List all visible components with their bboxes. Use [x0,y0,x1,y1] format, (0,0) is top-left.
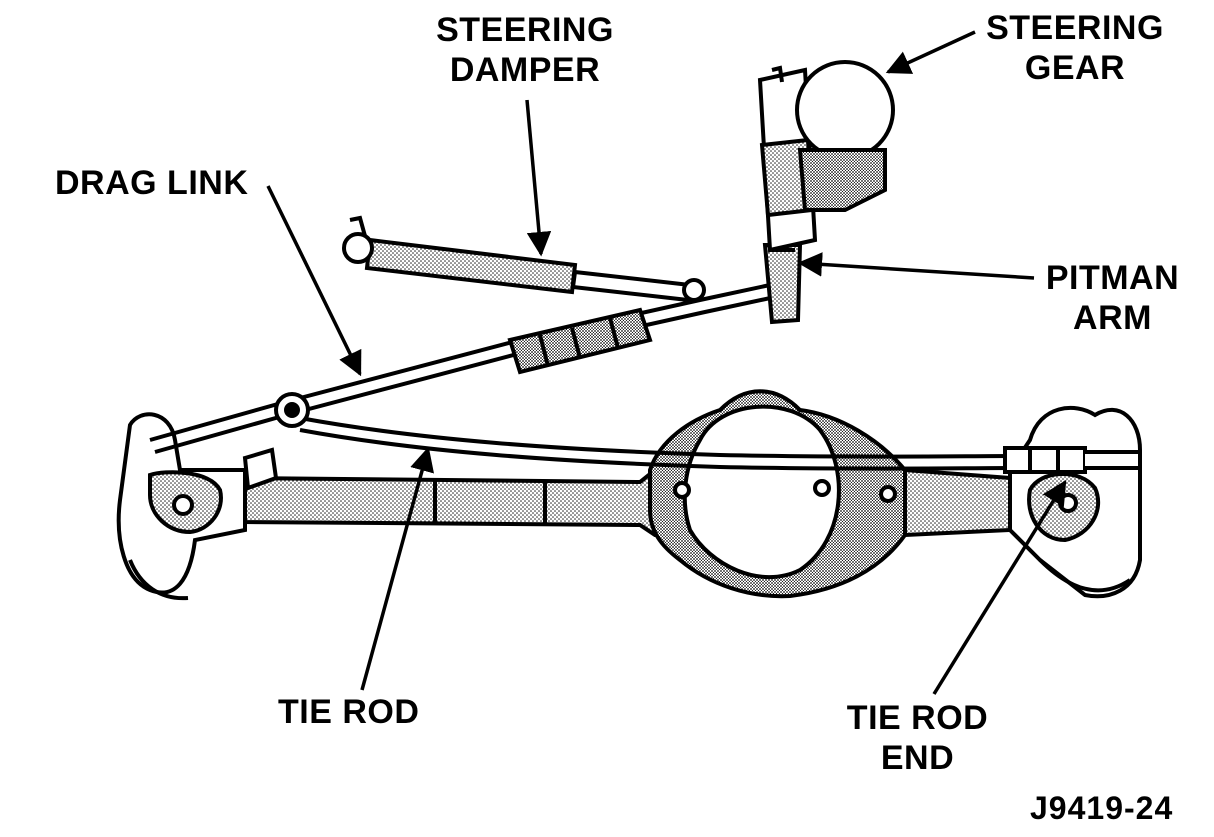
label-pitman-arm: PITMAN ARM [1030,258,1195,338]
label-line: TIE ROD [846,699,989,737]
leader-tie-rod-end [932,479,1067,695]
label-steering-gear: STEERING GEAR [980,8,1170,88]
leader-steering-gear [885,30,976,74]
label-line: ARM [1073,299,1152,337]
label-line: TIE ROD [278,693,420,731]
label-line: PITMAN [1045,259,1180,297]
steering-gear [757,60,895,253]
label-line: STEERING [436,11,614,49]
label-tie-rod-end: TIE ROD END [835,698,1000,778]
pitman-arm [762,243,803,325]
leader-drag-link [266,185,362,377]
label-line: DRAG LINK [55,164,249,202]
label-line: GEAR [1024,49,1126,87]
label-line: STEERING [986,9,1164,47]
label-line: END [880,739,955,777]
label-steering-damper: STEERING DAMPER [430,10,620,90]
figure-id: J9419-24 [1030,790,1174,826]
label-tie-rod: TIE ROD [278,692,419,732]
leader-pitman-arm [797,252,1035,280]
leader-steering-damper [525,99,552,257]
drag-link [149,283,776,454]
label-line: DAMPER [449,51,601,89]
label-drag-link: DRAG LINK [55,163,248,203]
leader-tie-rod [360,446,434,691]
front-axle [116,389,1142,601]
steering-damper [342,215,706,303]
leader-lines [266,30,1067,695]
tie-rod [299,416,1142,474]
